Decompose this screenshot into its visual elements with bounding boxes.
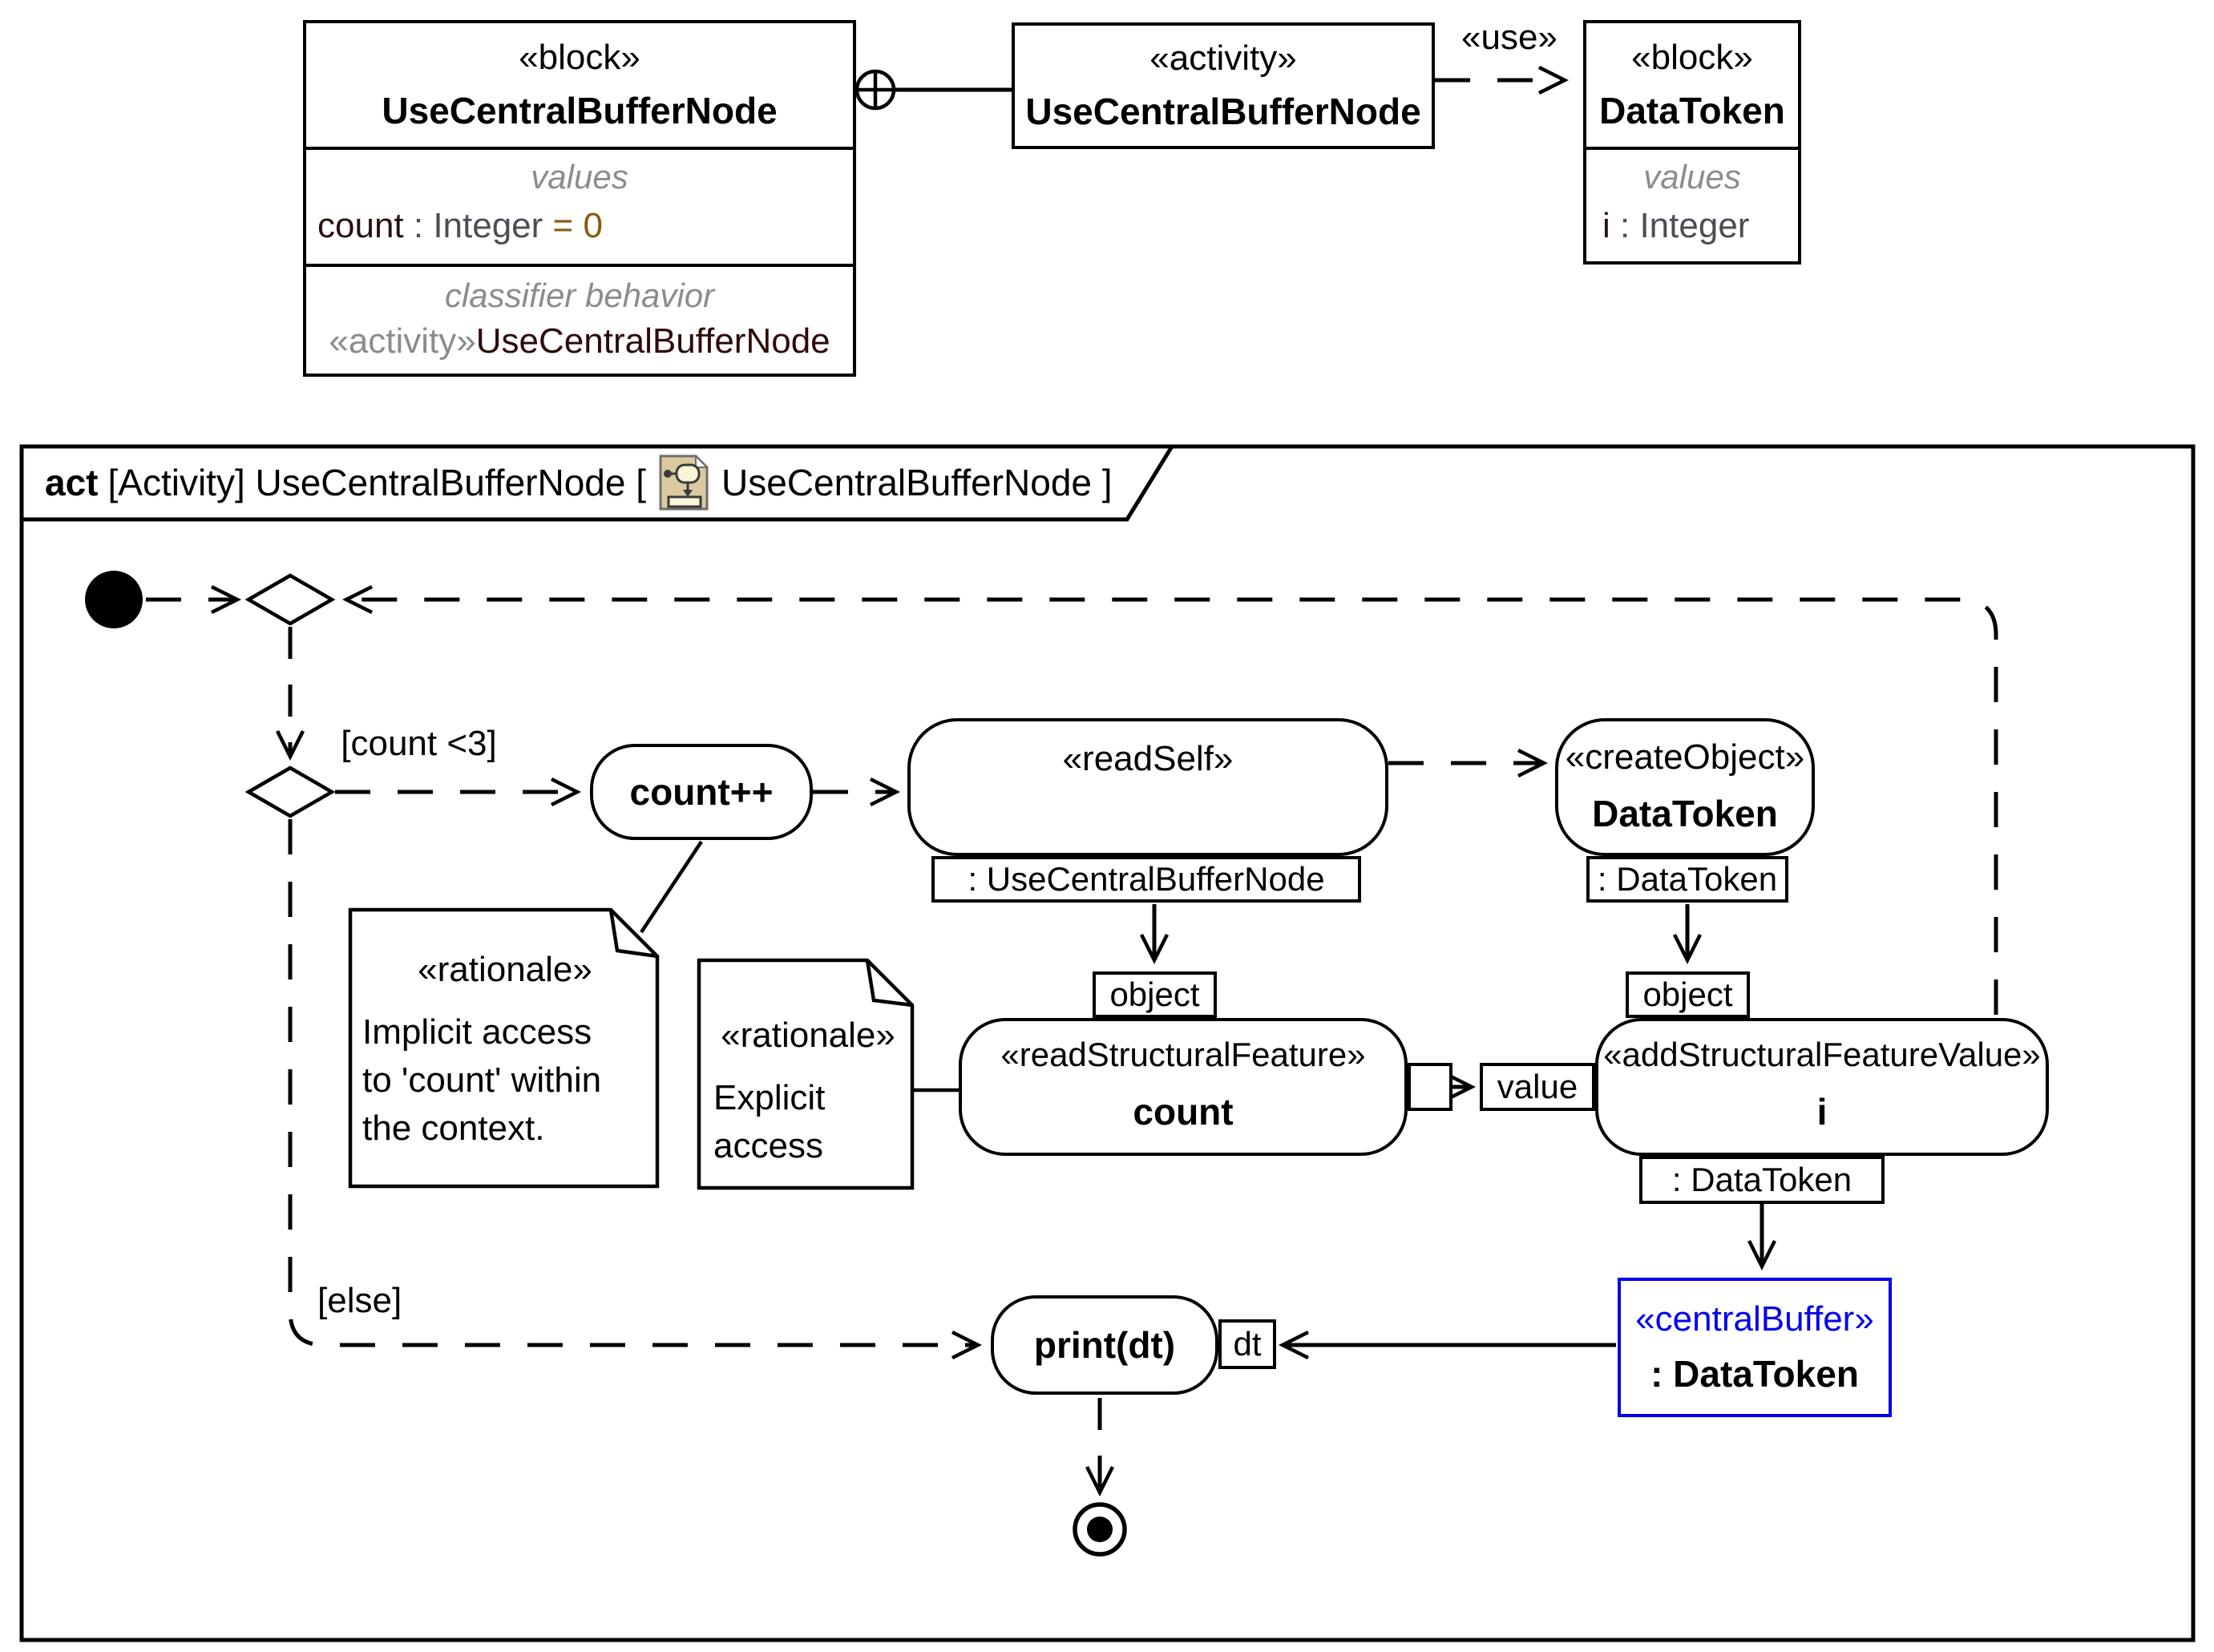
block-datatoken[interactable]: «block» DataToken values i : Integer [1583, 20, 1801, 265]
activity-stereotype: «activity» [1149, 38, 1297, 78]
addfeature-result-pin[interactable]: : DataToken [1639, 1156, 1885, 1204]
block2-stereotype: «block» [1631, 38, 1753, 77]
centralbuffer-datatoken[interactable]: «centralBuffer» : DataToken [1618, 1278, 1892, 1417]
block2-name: DataToken [1599, 90, 1785, 131]
block1-name: UseCentralBufferNode [382, 90, 778, 131]
values-compartment-label: values [531, 158, 628, 196]
activity-name: UseCentralBufferNode [1025, 91, 1421, 132]
decision-node[interactable] [244, 765, 336, 818]
frame-title: [Activity] UseCentralBufferNode [ [107, 462, 647, 503]
action-readself[interactable]: «readSelf» [907, 718, 1388, 856]
use-label: «use» [1461, 18, 1557, 57]
note-implicit-text: «rationale» Implicit access to 'count' w… [362, 950, 602, 1148]
note-explicit-shape[interactable] [697, 958, 915, 1190]
frame-header: act [Activity] UseCentralBufferNode [ Us… [45, 449, 1135, 516]
note-implicit-shape[interactable] [348, 907, 660, 1189]
activity-usecentralbuffernode[interactable]: «activity» UseCentralBufferNode [1012, 22, 1435, 149]
note-explicit-text: «rationale» Explicit access [713, 1016, 895, 1165]
readfeature-object-pin[interactable]: object [1093, 971, 1217, 1018]
action-addstructuralfeaturevalue[interactable]: «addStructuralFeatureValue» i [1595, 1018, 2049, 1156]
classifier-behavior: «activity»UseCentralBufferNode [329, 321, 830, 361]
frame-header-tab [19, 444, 1176, 522]
createobject-result-pin[interactable]: : DataToken [1586, 856, 1788, 903]
action-createobject[interactable]: «createObject» DataToken [1555, 718, 1815, 856]
edge-guard-else[interactable] [288, 819, 983, 1360]
behavior-compartment-label: classifier behavior [444, 277, 715, 314]
activity-final-node[interactable] [1073, 1502, 1127, 1557]
merge-node[interactable] [244, 573, 336, 626]
readfeature-result-pin[interactable] [1408, 1063, 1452, 1111]
block1-stereotype: «block» [519, 38, 640, 77]
activity-diagram-icon [659, 454, 709, 511]
action-count-increment[interactable]: count++ [590, 744, 813, 840]
guard-count-label: [count <3] [341, 724, 497, 763]
edge-loopback-to-merge[interactable] [341, 584, 1998, 1015]
addfeature-value-pin[interactable]: value [1480, 1063, 1595, 1111]
action-readstructuralfeature[interactable]: «readStructuralFeature» count [959, 1018, 1408, 1156]
guard-else-label: [else] [317, 1281, 402, 1320]
block-usecentralbuffernode[interactable]: «block» UseCentralBufferNode values coun… [303, 20, 856, 377]
values-compartment-label-2: values [1643, 158, 1741, 196]
circle-plus-icon [854, 69, 896, 111]
slot-count: count : Integer = 0 [317, 206, 603, 245]
frame-keyword: act [45, 462, 99, 503]
anchor-note-implicit [640, 840, 703, 934]
initial-node[interactable] [85, 571, 143, 628]
frame-title-context: UseCentralBufferNode ] [721, 462, 1113, 503]
action-print[interactable]: print(dt) [991, 1295, 1218, 1395]
readself-result-pin[interactable]: : UseCentralBufferNode [931, 856, 1361, 903]
slot-i: i : Integer [1602, 206, 1750, 245]
print-dt-pin[interactable]: dt [1218, 1319, 1276, 1369]
addfeature-object-pin[interactable]: object [1626, 971, 1750, 1018]
